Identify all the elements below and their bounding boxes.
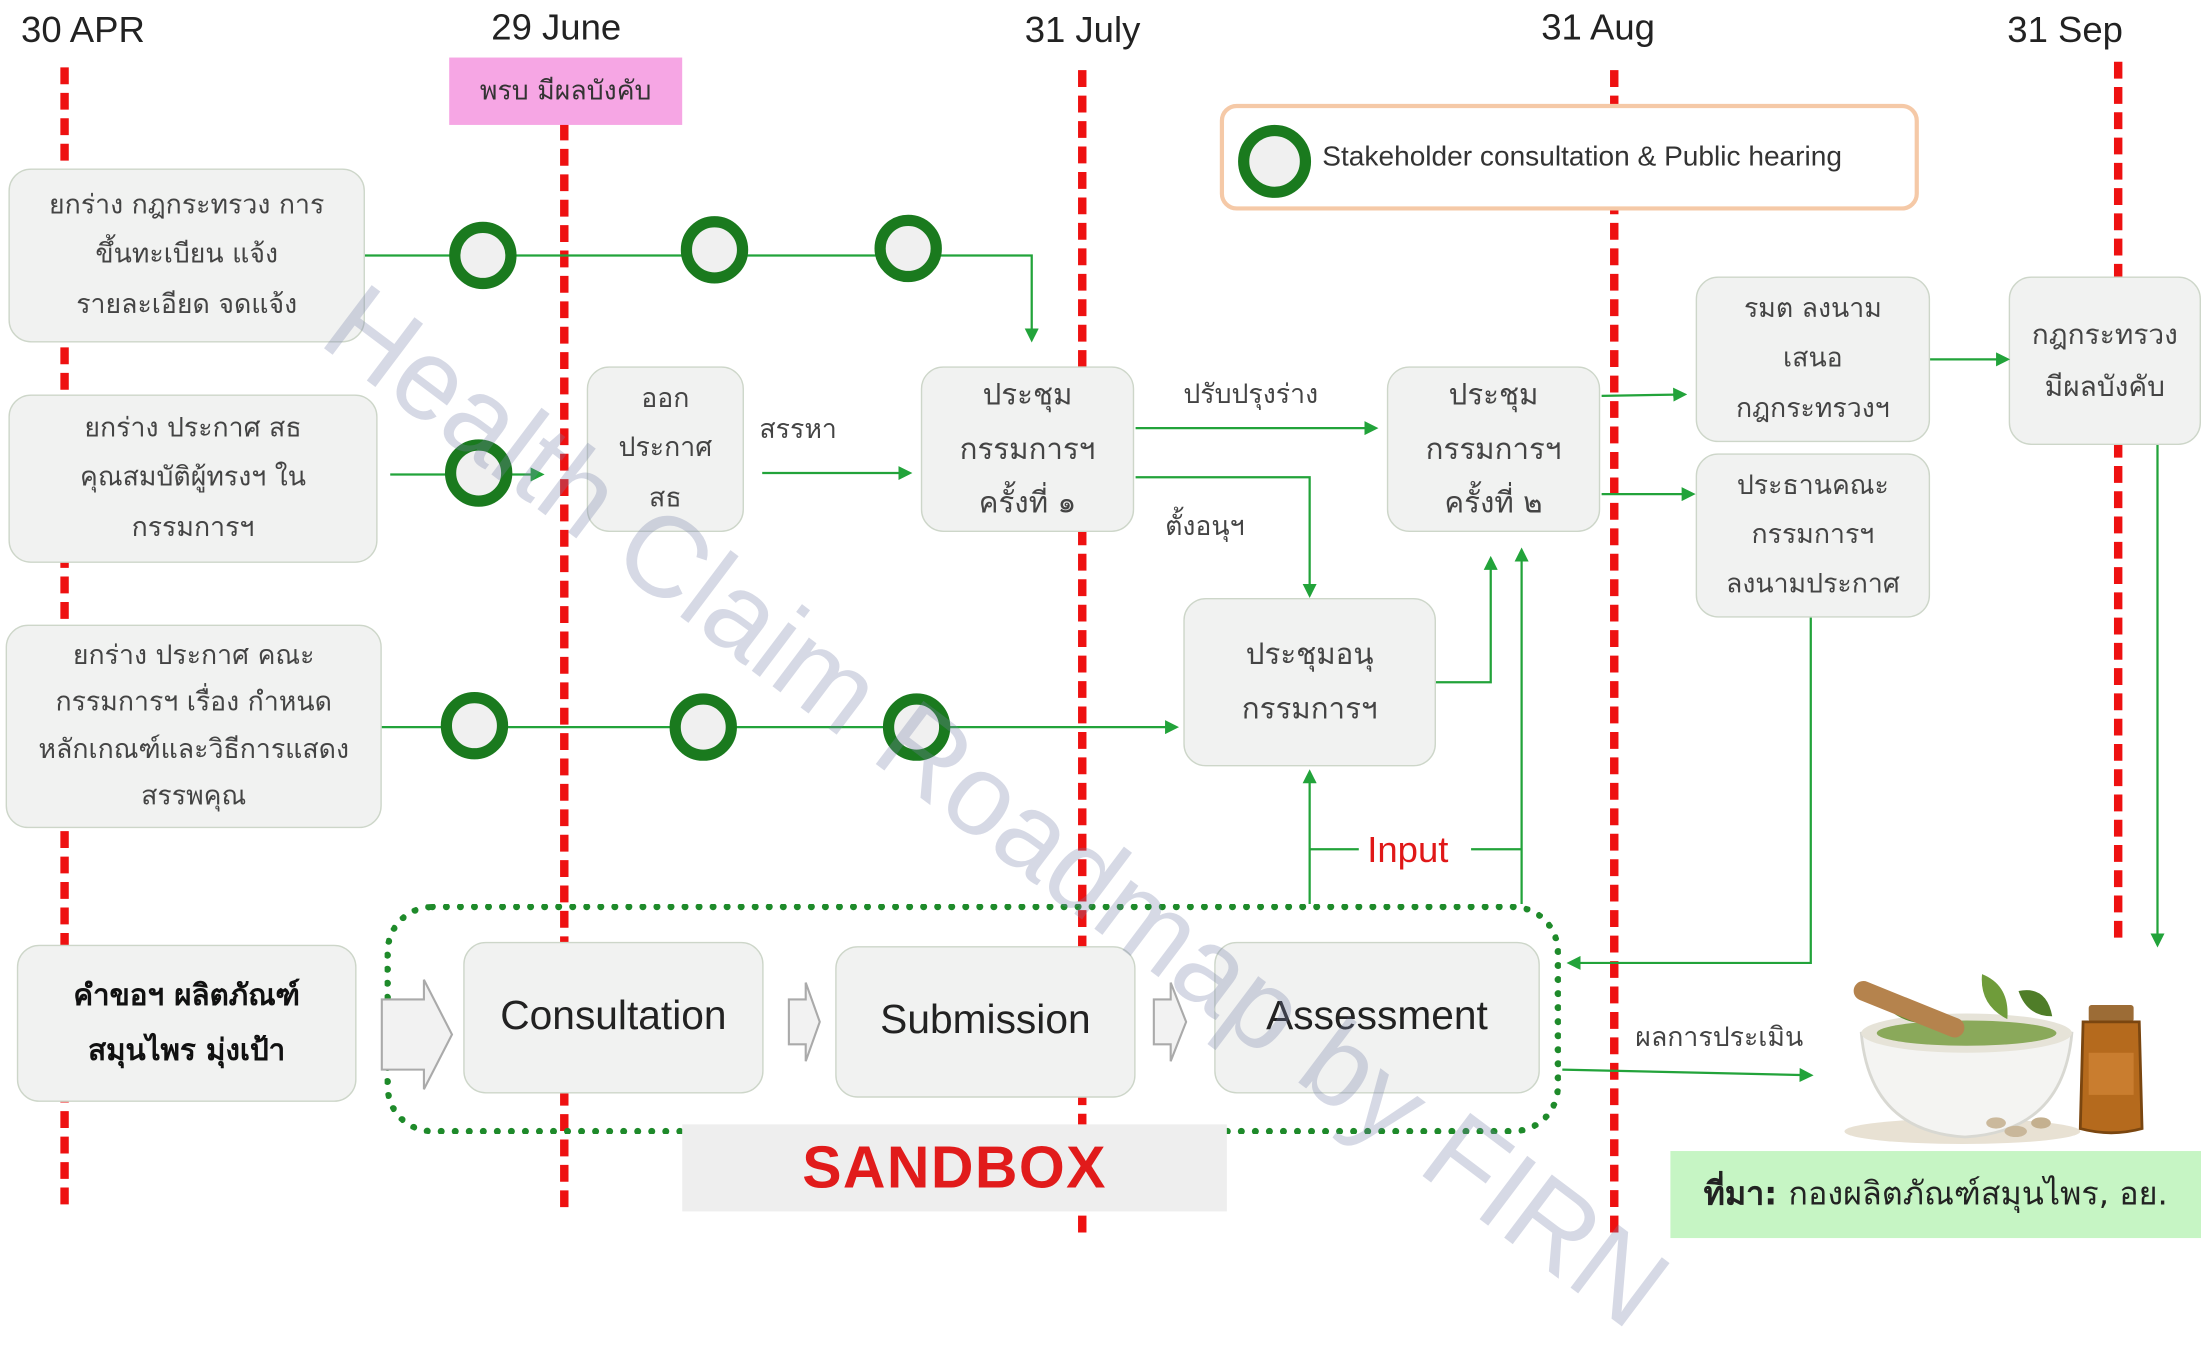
draft-ministerial-text: ยกร่าง กฎกระทรวง การ ขึ้นทะเบียน แจ้ง รา… [49,189,325,320]
consultation-box: Consultation [463,941,764,1094]
flow-chair-sign-to-sandbox [1566,617,1812,970]
draft-announce-criteria-text: ยกร่าง ประกาศ คณะ กรรมการฯ เรื่อง กำหนด … [38,640,349,811]
date-31-aug: 31 Aug [1541,5,1655,48]
meeting-2-box: ประชุม กรรมการฯ ครั้งที่ ๒ [1386,366,1601,533]
flow-connectors [364,214,2165,1090]
milestone-label: พรบ มีผลบังคับ [479,75,652,107]
request-to-consultation-arrow-icon [380,979,454,1090]
consultation-ring-icon [874,214,942,283]
milestone-act-effective: พรบ มีผลบังคับ [449,57,683,125]
request-text: คำขอฯ ผลิตภัณฑ์ สมุนไพร มุ่งเป้า [73,978,301,1067]
meeting-1-box: ประชุม กรรมการฯ ครั้งที่ ๑ [920,366,1135,533]
herbal-product-image [1844,974,2144,1145]
deadline-line-july [1078,70,1087,1233]
deadline-line-aug [1610,70,1619,1233]
submission-to-assessment-arrow-icon [1152,982,1188,1062]
consultation-ring-icon [440,692,509,760]
sandbox-label: SANDBOX [682,1124,1227,1212]
consultation-text: Consultation [500,994,727,1039]
ministerial-effective-box: กฎกระทรวง มีผลบังคับ [2008,276,2201,445]
minister-sign-text: รมต ลงนาม เสนอ กฎกระทรวงฯ [1736,293,1890,424]
date-30-apr: 30 APR [21,8,145,51]
legend-label: Stakeholder consultation & Public hearin… [1322,141,1842,173]
appoint-sub-label: ตั้งอนุฯ [1165,510,1245,542]
request-box: คำขอฯ ผลิตภัณฑ์ สมุนไพร มุ่งเป้า [16,944,357,1102]
consultation-ring-icon [444,439,513,507]
chair-sign-text: ประธานคณะ กรรมการฯ ลงนามประกาศ [1725,469,1900,600]
consultation-ring-icon [882,693,951,761]
date-31-sep: 31 Sep [2007,8,2123,51]
draft-announce-criteria-box: ยกร่าง ประกาศ คณะ กรรมการฯ เรื่อง กำหนด … [5,624,382,829]
source-note: ที่มา: กองผลิตภัณฑ์สมุนไพร, อย. [1670,1151,2201,1239]
deadline-line-sep [2113,61,2123,938]
sub-meeting-box: ประชุมอนุ กรรมการฯ [1183,597,1436,767]
recruit-label: สรรหา [759,414,837,445]
consultation-ring-icon [680,216,749,284]
issue-announce-text: ออก ประกาศ สธ [618,383,713,514]
consultation-ring-icon [449,221,517,290]
submission-text: Submission [880,998,1091,1044]
draft-announce-qual-text: ยกร่าง ประกาศ สธ คุณสมบัติผู้ทรงฯ ใน กรร… [80,413,306,543]
source-label: ที่มา: [1703,1176,1778,1213]
flow-assessment-result [1562,1067,1814,1082]
flow-meeting-1-to-sub-meeting [1135,476,1317,598]
issue-announce-box: ออก ประกาศ สธ [586,366,744,533]
sub-meeting-text: ประชุมอนุ กรรมการฯ [1241,637,1378,726]
draft-announce-qual-box: ยกร่าง ประกาศ สธ คุณสมบัติผู้ทรงฯ ใน กรร… [8,394,378,563]
meeting-1-text: ประชุม กรรมการฯ ครั้งที่ ๑ [959,377,1096,520]
source-text: กองผลิตภัณฑ์สมุนไพร, อย. [1788,1176,2168,1213]
deadline-line-june [560,123,569,1208]
date-31-july: 31 July [1024,8,1141,51]
flow-meeting-2-to-minister-sign [1601,387,1688,402]
flow-sub-meeting-to-meeting-2 [1435,555,1498,684]
chair-sign-box: ประธานคณะ กรรมการฯ ลงนามประกาศ [1695,453,1931,618]
revise-label: ปรับปรุงร่าง [1183,378,1319,410]
meeting-2-text: ประชุม กรรมการฯ ครั้งที่ ๒ [1425,377,1562,520]
consultation-ring-icon [1238,124,1312,198]
date-29-june: 29 June [491,5,622,48]
assessment-text: Assessment [1266,994,1488,1039]
roadmap-stage: 30 APR 29 June 31 July 31 Aug 31 Sep พรบ… [5,5,2201,1352]
submission-box: Submission [835,946,1136,1098]
consultation-ring-icon [669,693,737,761]
input-label: Input [1367,828,1449,871]
draft-ministerial-box: ยกร่าง กฎกระทรวง การ ขึ้นทะเบียน แจ้ง รา… [8,168,365,343]
assessment-box: Assessment [1214,941,1540,1094]
minister-sign-box: รมต ลงนาม เสนอ กฎกระทรวงฯ [1695,276,1931,443]
flow-row1-to-meeting-1 [364,254,1039,343]
consultation-to-submission-arrow-icon [787,982,821,1062]
result-label: ผลการประเมิน [1635,1021,1804,1053]
ministerial-effective-text: กฎกระทรวง มีผลบังคับ [2031,317,2178,403]
legend: Stakeholder consultation & Public hearin… [1219,103,1919,211]
